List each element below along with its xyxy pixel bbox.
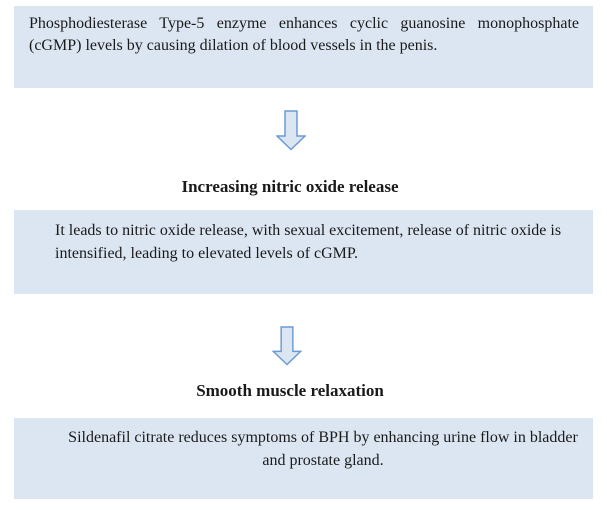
process-box-sildenafil: Sildenafil citrate reduces symptoms of B… [14,418,593,499]
process-box-pde5-text: Phosphodiesterase Type-5 enzyme enhances… [29,15,579,54]
process-box-nitric-oxide: It leads to nitric oxide release, with s… [14,210,593,294]
down-arrow-icon [272,326,302,366]
step-heading-nitric-oxide: Increasing nitric oxide release [181,177,399,196]
process-box-sildenafil-text: Sildenafil citrate reduces symptoms of B… [68,429,578,469]
step-heading-smooth-muscle: Smooth muscle relaxation [196,381,384,400]
process-box-nitric-oxide-text: It leads to nitric oxide release, with s… [55,222,562,262]
process-box-pde5: Phosphodiesterase Type-5 enzyme enhances… [14,6,593,88]
down-arrow-icon [276,110,306,151]
